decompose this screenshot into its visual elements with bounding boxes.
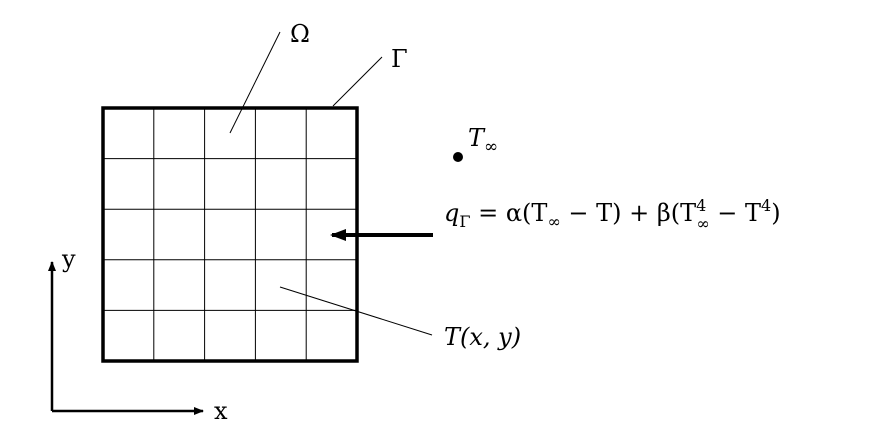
ambient-temperature-label: T∞ xyxy=(468,124,498,157)
omega-leader xyxy=(229,31,281,134)
gamma-label: Γ xyxy=(391,45,408,73)
gamma-leader xyxy=(332,56,383,107)
mesh-grid xyxy=(103,108,357,361)
y-axis-label: y xyxy=(61,245,76,273)
flux-equation: qΓ = α(T∞ − T) + β(T4∞ − T4) xyxy=(444,196,781,233)
field-label: T(x, y) xyxy=(444,323,521,351)
omega-label: Ω xyxy=(290,20,310,48)
domain-boundary xyxy=(101,106,359,363)
field-leader xyxy=(279,286,433,336)
ambient-point xyxy=(453,152,463,162)
x-axis-label: x xyxy=(214,397,228,425)
